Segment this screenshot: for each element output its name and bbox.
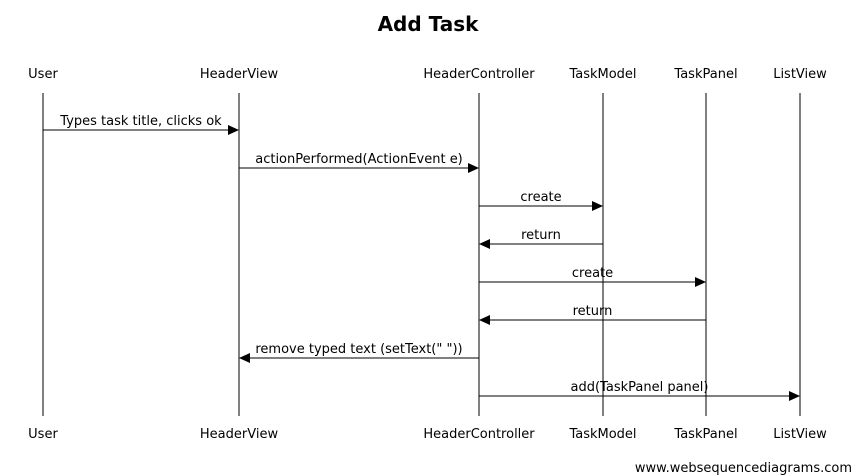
participant-top-task-model: TaskModel xyxy=(568,67,636,82)
arrowhead xyxy=(479,239,490,249)
arrowhead xyxy=(695,277,706,287)
arrowhead xyxy=(592,201,603,211)
watermark-text: www.websequencediagrams.com xyxy=(635,461,852,475)
message-6: return xyxy=(479,304,706,325)
lifelines xyxy=(42,93,801,416)
participant-top-task-panel: TaskPanel xyxy=(673,67,737,82)
message-1: Types task title, clicks ok xyxy=(43,114,239,135)
message-label: return xyxy=(521,228,561,243)
message-5: create xyxy=(479,266,706,287)
message-label: create xyxy=(572,266,613,281)
arrowhead xyxy=(479,315,490,325)
message-4: return xyxy=(479,228,603,249)
participant-bottom-task-panel: TaskPanel xyxy=(673,427,737,442)
participant-bottom-header-controller: HeaderController xyxy=(423,427,535,442)
message-7: remove typed text (setText(" ")) xyxy=(239,342,479,363)
message-label: remove typed text (setText(" ")) xyxy=(255,342,462,357)
message-2: actionPerformed(ActionEvent e) xyxy=(239,152,479,173)
message-8: add(TaskPanel panel) xyxy=(479,380,800,401)
diagram-title: Add Task xyxy=(378,12,480,36)
participants: UserUserHeaderViewHeaderViewHeaderContro… xyxy=(28,67,827,442)
message-label: return xyxy=(573,304,613,319)
arrowhead xyxy=(239,353,250,363)
participant-bottom-task-model: TaskModel xyxy=(568,427,636,442)
participant-top-user: User xyxy=(28,67,58,82)
participant-top-header-controller: HeaderController xyxy=(423,67,535,82)
message-3: create xyxy=(479,190,603,211)
message-label: add(TaskPanel panel) xyxy=(571,380,709,395)
message-label: create xyxy=(520,190,561,205)
arrowhead xyxy=(789,391,800,401)
participant-top-list-view: ListView xyxy=(773,67,827,82)
message-label: actionPerformed(ActionEvent e) xyxy=(255,152,463,167)
participant-bottom-list-view: ListView xyxy=(773,427,827,442)
participant-top-header-view: HeaderView xyxy=(200,67,279,82)
arrowhead xyxy=(228,125,239,135)
message-label: Types task title, clicks ok xyxy=(59,114,222,129)
participant-bottom-header-view: HeaderView xyxy=(200,427,279,442)
messages: Types task title, clicks ok actionPerform… xyxy=(43,114,800,401)
participant-bottom-user: User xyxy=(28,427,58,442)
arrowhead xyxy=(468,163,479,173)
